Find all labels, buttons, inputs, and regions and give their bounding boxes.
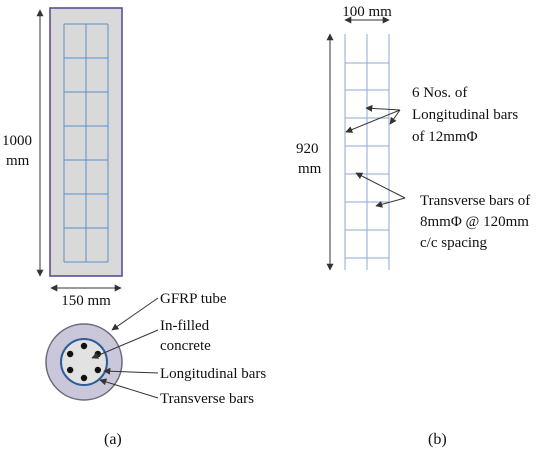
longitudinal-note-leader-1: [365, 104, 401, 112]
panel-b: 100 mm 920 mm 6 Nos. of Longitudinal bar…: [296, 4, 530, 448]
column-rebar-cage: [63, 23, 109, 263]
longitudinal-note-leader-3: [389, 109, 401, 125]
longitudinal-note-line3: of 12mmΦ: [412, 129, 478, 145]
label-infill-line2: concrete: [160, 338, 211, 354]
reinforcement-cage: [344, 34, 390, 270]
transverse-leader: [99, 378, 159, 399]
transverse-note-line2: 8mmΦ @ 120mm: [420, 214, 529, 230]
label-longitudinal-bars: Longitudinal bars: [160, 366, 266, 382]
longitudinal-bar-dot: [66, 366, 74, 374]
infill-leader: [91, 329, 159, 359]
transverse-note-leader-2: [375, 197, 406, 208]
cage-height-label-value: 920: [296, 141, 319, 157]
longitudinal-note-leader-2: [345, 109, 401, 133]
label-gfrp-tube: GFRP tube: [160, 291, 227, 307]
longitudinal-bar-dot: [94, 366, 102, 374]
width-label: 150 mm: [61, 293, 111, 309]
gfrp-leader: [111, 297, 159, 331]
caption-b: (b): [428, 431, 447, 448]
longitudinal-bar-dot: [80, 374, 88, 382]
longitudinal-note-line2: Longitudinal bars: [412, 107, 518, 123]
caption-a: (a): [104, 431, 122, 448]
longitudinal-leader: [103, 367, 159, 375]
transverse-note-leader-1: [355, 172, 406, 199]
longitudinal-note-line1: 6 Nos. of: [412, 85, 467, 101]
cage-height-label-unit: mm: [298, 161, 322, 177]
concrete-core-section: [60, 338, 108, 386]
cage-width-label: 100 mm: [342, 4, 392, 20]
transverse-note-line1: Transverse bars of: [420, 193, 530, 209]
height-label-value: 1000: [2, 133, 32, 149]
longitudinal-bar-dot: [66, 350, 74, 358]
label-transverse-bars: Transverse bars: [160, 391, 254, 407]
longitudinal-bar-dot: [80, 342, 88, 350]
panel-a: 1000 mm 150 mm GFRP tube In-filled concr…: [2, 7, 266, 448]
transverse-note-line3: c/c spacing: [420, 235, 488, 251]
label-infill-line1: In-filled: [160, 318, 210, 334]
height-label-unit: mm: [6, 153, 30, 169]
